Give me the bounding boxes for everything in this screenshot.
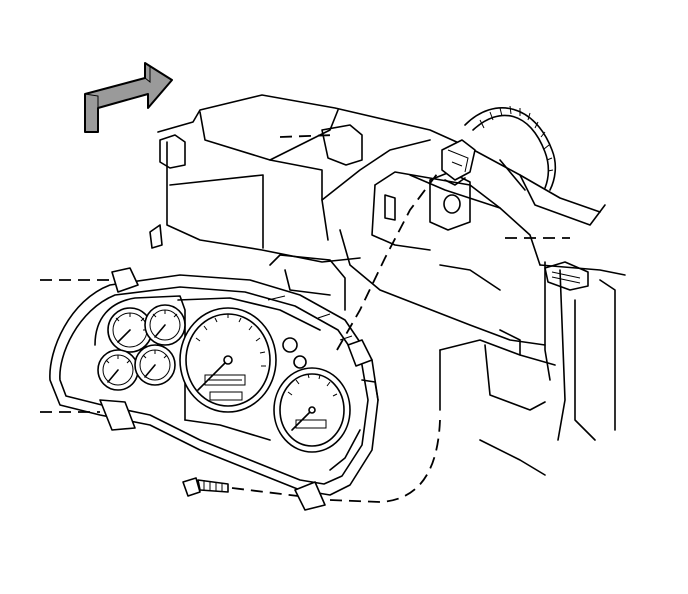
dashboard-carrier	[149, 94, 626, 476]
speedometer	[179, 307, 277, 413]
cluster-harness-connector	[441, 105, 557, 191]
voltmeter-gauge	[97, 349, 139, 391]
bolt-icon	[182, 477, 229, 497]
coolant-temperature-gauge	[144, 304, 186, 346]
fuel-gauge	[134, 344, 176, 386]
instrument-cluster	[49, 267, 379, 511]
alignment-lines	[40, 134, 570, 503]
tachometer	[273, 367, 351, 453]
direction-arrow-icon	[84, 62, 173, 133]
